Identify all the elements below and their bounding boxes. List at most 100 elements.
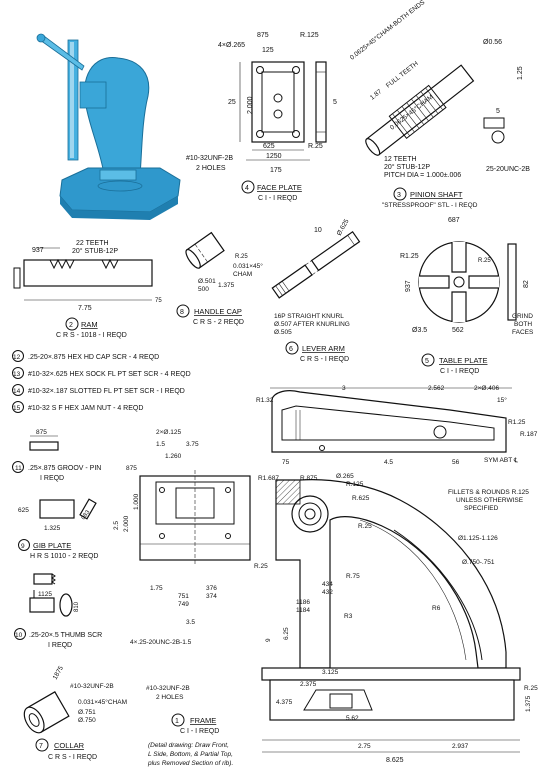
lever-arm-after: Ø.507 AFTER KNURLING bbox=[274, 321, 350, 328]
frame-top-labels: 3 2.562 2×Ø.406 R1.32 R1.25 R.187 4.5 56… bbox=[256, 385, 538, 480]
table-plate-82: 82 bbox=[523, 280, 530, 288]
table-plate-view bbox=[418, 241, 517, 323]
handle-cap-spec: C R S - 2 REQD bbox=[193, 319, 244, 326]
face-plate-holes: 2 HOLES bbox=[196, 165, 226, 172]
table-plate-faces: FACES bbox=[512, 329, 534, 336]
ram-name: RAM bbox=[81, 320, 98, 329]
arbor-press-illustration bbox=[36, 33, 181, 220]
collar-tap: #10-32UNF-2B bbox=[70, 683, 114, 690]
ram-labels: 22 TEETH 20° STUB-12P 937 7.75 75 2 RAM … bbox=[32, 240, 162, 339]
pinion-dim-125: 1.25 bbox=[517, 66, 524, 80]
gib-plate-name: GIB PLATE bbox=[33, 541, 71, 550]
frame-1184: 1184 bbox=[296, 607, 310, 614]
frame-detail-note-2: L Side, Bottom, & Partial Top, bbox=[148, 751, 233, 758]
frame-875: 875 bbox=[126, 465, 137, 472]
frame-1260: 1.260 bbox=[165, 453, 182, 460]
frame-detail-note-3: plus Removed Section of rib). bbox=[147, 760, 233, 767]
handle-cap-labels: R.25 0.031×45° CHAM Ø.501 500 1.375 8 HA… bbox=[176, 254, 263, 326]
pinion-spec: "STRESSPROOF" STL - I REQD bbox=[382, 202, 478, 209]
table-plate-687: 687 bbox=[448, 217, 460, 224]
frame-r6: R6 bbox=[432, 605, 441, 612]
lever-arm-name: LEVER ARM bbox=[302, 344, 345, 353]
frame-thread: 4×.25-20UNC-2B-1.5 bbox=[130, 639, 192, 646]
frame-detail-note-1: (Detail drawing: Draw Front, bbox=[148, 742, 229, 749]
collar-spec: C R S - I REQD bbox=[48, 754, 97, 761]
table-plate-937: 937 bbox=[405, 280, 412, 292]
pinion-pitch: PITCH DIA = 1.000±.006 bbox=[384, 172, 461, 179]
frame-spec: C I - I REQD bbox=[180, 728, 219, 735]
frame-tap: #10-32UNF-2B bbox=[146, 685, 190, 692]
face-plate-number: 4 bbox=[245, 185, 249, 192]
frame-2562: 2.562 bbox=[428, 385, 445, 392]
frame-note-3: SPECIFIED bbox=[464, 505, 499, 512]
svg-text:12: 12 bbox=[13, 354, 21, 361]
thumb-screw-spec: I REQD bbox=[48, 642, 72, 649]
face-plate-tap-note: #10-32UNF-2B bbox=[186, 155, 233, 162]
gib-plate-083: 083 bbox=[81, 509, 92, 521]
frame-side-view bbox=[139, 470, 251, 566]
frame-434: 434 bbox=[322, 581, 333, 588]
face-plate-dim-875: 875 bbox=[257, 32, 269, 39]
frame-number: 1 bbox=[175, 718, 179, 725]
pinion-full-teeth: FULL TEETH bbox=[385, 60, 420, 89]
collar-name: COLLAR bbox=[54, 741, 85, 750]
frame-374: 374 bbox=[206, 593, 217, 600]
lever-arm-knurl: 16P STRAIGHT KNURL bbox=[274, 313, 344, 320]
frame-r125-top: R1.25 bbox=[508, 419, 526, 426]
groov-pin-name: .25×.875 GROOV - PIN bbox=[28, 465, 101, 472]
handle-cap-r25: R.25 bbox=[235, 254, 248, 260]
frame-9: 9 bbox=[265, 638, 272, 642]
handle-cap-1375: 1.375 bbox=[218, 282, 235, 289]
lever-arm-view bbox=[271, 231, 361, 299]
frame-r125-front: R.125 bbox=[346, 481, 364, 488]
frame-15deg: 15° bbox=[497, 396, 507, 404]
gib-plate-view: 625 1.325 083 9 GIB PLATE H R S 1010 - 2… bbox=[18, 498, 98, 560]
frame-45: 4.5 bbox=[384, 459, 393, 466]
svg-text:15: 15 bbox=[13, 405, 21, 412]
frame-note-1: FILLETS & ROUNDS R.125 bbox=[448, 489, 529, 496]
lever-arm-length: 10 bbox=[314, 227, 322, 234]
frame-2x406: 2×Ø.406 bbox=[474, 385, 500, 392]
thumb-screw-view: 1125 810 10 .25-20×.5 THUMB SCR I REQD bbox=[14, 573, 102, 649]
handle-cap-view bbox=[185, 231, 225, 269]
ram-teeth: 22 TEETH bbox=[76, 240, 109, 247]
frame-376: 376 bbox=[206, 585, 217, 592]
table-plate-r125: R1.25 bbox=[400, 253, 419, 260]
frame-r25-base: R.25 bbox=[524, 685, 538, 692]
pinion-dim-5: 5 bbox=[496, 108, 500, 115]
face-plate-labels: 4×Ø.265 R.125 875 125 25 2.000 5 625 125… bbox=[186, 32, 337, 202]
gib-plate-1325: 1.325 bbox=[44, 525, 61, 532]
face-plate-dim-125: 125 bbox=[262, 47, 274, 54]
frame-375: 3.75 bbox=[186, 441, 199, 448]
frame-751: 751 bbox=[178, 593, 189, 600]
hardware-12: .25-20×.875 HEX HD CAP SCR - 4 REQD bbox=[28, 354, 159, 361]
pinion-teeth: 12 TEETH bbox=[384, 156, 417, 163]
ram-dim-75: 75 bbox=[155, 298, 162, 304]
frame-1375: 1.375 bbox=[525, 695, 532, 712]
frame-r75: R.75 bbox=[346, 573, 360, 580]
pinion-number: 3 bbox=[397, 192, 401, 199]
frame-8625: 8.625 bbox=[386, 757, 404, 764]
frame-35: 3.5 bbox=[186, 619, 195, 626]
table-plate-spec: C I - I REQD bbox=[440, 368, 479, 375]
face-plate-dim-1250: 1250 bbox=[266, 153, 282, 160]
face-plate-dim-2000: 2.000 bbox=[247, 96, 254, 114]
table-plate-number: 5 bbox=[425, 358, 429, 365]
handle-cap-cham: CHAM bbox=[233, 271, 252, 278]
table-plate-labels: 687 R1.25 937 Ø3.5 562 82 R.25 GRIND BOT… bbox=[400, 217, 534, 375]
collar-chamfer: 0.031×45°CHAM bbox=[78, 698, 127, 706]
face-plate-name: FACE PLATE bbox=[257, 183, 302, 192]
collar-view: 1875 #10-32UNF-2B 0.031×45°CHAM Ø.751 Ø.… bbox=[23, 665, 127, 761]
face-plate-dim-175: 175 bbox=[270, 167, 282, 174]
table-plate-562: 562 bbox=[452, 327, 464, 334]
face-plate-hole-note: 4×Ø.265 bbox=[218, 42, 245, 49]
collar-750: Ø.750 bbox=[78, 717, 96, 724]
frame-top-view bbox=[270, 387, 512, 453]
svg-text:14: 14 bbox=[13, 388, 21, 395]
frame-4375: 4.375 bbox=[276, 699, 293, 706]
svg-text:10: 10 bbox=[15, 632, 23, 639]
face-plate-dim-25: 25 bbox=[228, 99, 236, 106]
handle-cap-chamfer: 0.031×45° bbox=[233, 262, 263, 270]
svg-text:9: 9 bbox=[21, 543, 25, 550]
